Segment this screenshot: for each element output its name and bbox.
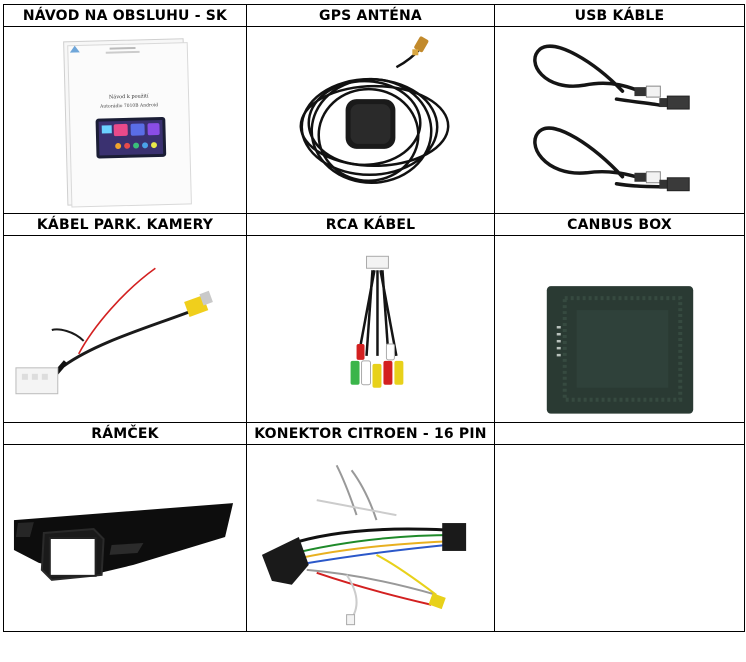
connector-icon (261, 464, 467, 626)
camera-cable-icon (15, 267, 213, 395)
cell-image-frame (3, 444, 247, 632)
cell-header-empty (494, 422, 745, 445)
cell-image-usb (494, 26, 745, 214)
manual-icon: Návod k použití Autorádio 7010B Android (63, 38, 192, 208)
cell-image-gps (246, 26, 495, 214)
cell-header-connector: KONEKTOR CITROEN - 16 PIN (246, 422, 495, 445)
cell-header-usb: USB KÁBLE (494, 4, 745, 27)
cell-image-manual: Návod k použití Autorádio 7010B Android (3, 26, 247, 214)
header-row-3: RÁMČEK KONEKTOR CITROEN - 16 PIN (3, 422, 745, 445)
image-row-3 (3, 444, 745, 632)
frame-icon (13, 503, 234, 581)
image-row-1: Návod k použití Autorádio 7010B Android (3, 26, 745, 214)
cell-image-empty (494, 444, 745, 632)
usb-cable-icon (533, 44, 690, 192)
canbus-box-icon (546, 286, 694, 414)
cell-header-gps: GPS ANTÉNA (246, 4, 495, 27)
cell-image-connector (246, 444, 495, 632)
cell-header-manual: NÁVOD NA OBSLUHU - SK (3, 4, 247, 27)
rca-cable-icon (350, 255, 404, 388)
cell-image-camera (3, 235, 247, 423)
manual-subtitle: Autorádio 7010B Android (99, 101, 158, 110)
accessories-table: NÁVOD NA OBSLUHU - SK GPS ANTÉNA USB KÁB… (3, 4, 745, 632)
image-row-2 (3, 235, 745, 423)
header-row-2: KÁBEL PARK. KAMERY RCA KÁBEL CANBUS BOX (3, 213, 745, 236)
gps-antenna-icon (299, 36, 450, 184)
cell-image-rca (246, 235, 495, 423)
cell-header-canbus: CANBUS BOX (494, 213, 745, 236)
cell-header-frame: RÁMČEK (3, 422, 247, 445)
manual-title: Návod k použití (109, 92, 149, 100)
header-row-1: NÁVOD NA OBSLUHU - SK GPS ANTÉNA USB KÁB… (3, 4, 745, 27)
cell-image-canbus (494, 235, 745, 423)
cell-header-rca: RCA KÁBEL (246, 213, 495, 236)
cell-header-camera: KÁBEL PARK. KAMERY (3, 213, 247, 236)
